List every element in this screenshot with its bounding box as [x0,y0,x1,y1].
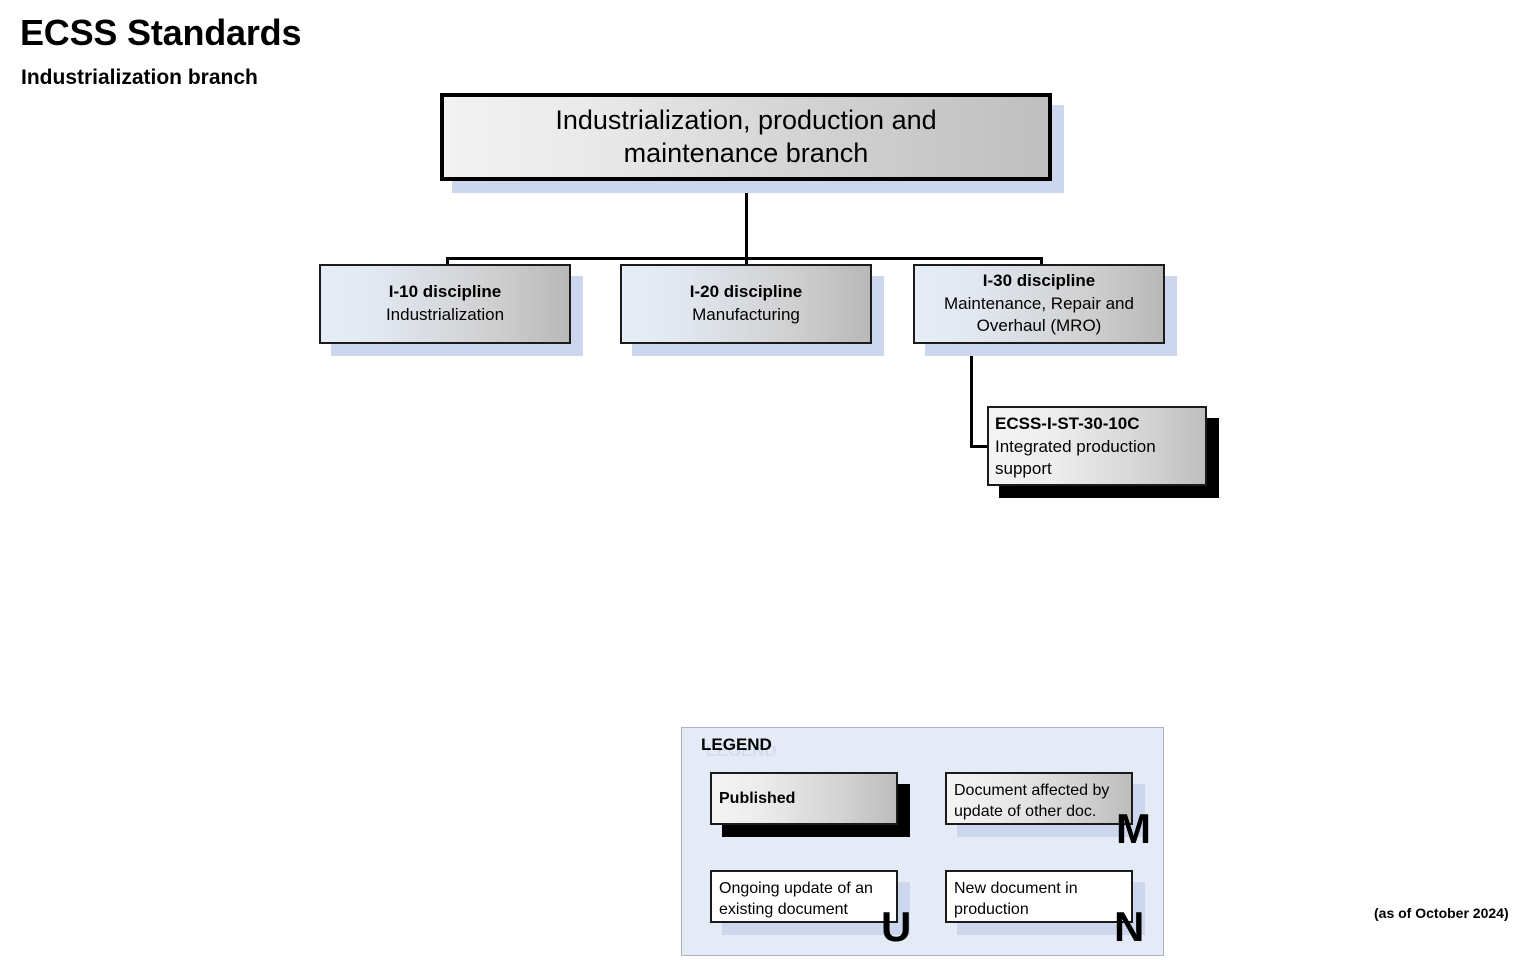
legend-marker-n: N [1114,903,1145,950]
document-title-line2: support [995,459,1052,479]
legend-marker-m: M [1116,805,1151,852]
connector-drop-i30 [1040,257,1043,269]
connector-drop-i20 [745,257,748,269]
legend-title-ghost: LEGEND [706,741,777,760]
legend-item-update-label-line2: existing document [719,901,848,919]
connector-root-stem [745,178,748,260]
legend-item-modified-label-line2: update of other doc. [954,803,1097,821]
discipline-name-i30-line1: Maintenance, Repair and [944,294,1134,314]
as-of-date-label: (as of October 2024) [1374,905,1509,921]
root-box-label-line2: maintenance branch [623,138,869,168]
connector-i30-to-doc-horizontal [970,445,990,448]
document-box-ecss-i-st-30-10c[interactable]: ECSS-I-ST-30-10C Integrated production s… [987,406,1207,486]
document-title-line1: Integrated production [995,436,1156,456]
discipline-box-i10[interactable]: I-10 discipline Industrialization [319,264,571,344]
legend-marker-u: U [881,903,912,950]
legend-item-new-label-line1: New document in [954,880,1078,897]
connector-drop-i10 [446,257,449,269]
root-branch-box[interactable]: Industrialization, production and mainte… [440,93,1052,181]
legend-item-published-label: Published [719,790,796,807]
discipline-box-i30[interactable]: I-30 discipline Maintenance, Repair and … [913,264,1165,344]
discipline-name-i30-line2: Overhaul (MRO) [976,316,1102,336]
legend-item-modified[interactable]: Document affected by update of other doc… [945,772,1133,825]
legend-item-update-label-line1: Ongoing update of an [719,880,873,897]
legend-item-update[interactable]: Ongoing update of an existing document [710,870,898,923]
document-id: ECSS-I-ST-30-10C [995,414,1140,433]
page-subtitle: Industrialization branch [21,66,258,89]
root-box-label-line1: Industrialization, production and [555,105,937,136]
discipline-name-i10: Industrialization [385,305,505,325]
legend-item-new[interactable]: New document in production [945,870,1133,923]
legend-title: LEGEND [701,735,772,754]
discipline-code-i30: I-30 discipline [982,271,1096,291]
connector-sibling-bar [446,257,1043,260]
legend-item-published[interactable]: Published [710,772,898,825]
legend-item-new-label-line2: production [954,901,1029,919]
discipline-code-i10: I-10 discipline [388,282,502,302]
discipline-name-i20: Manufacturing [692,305,800,325]
connector-i30-to-doc-vertical [970,344,973,448]
legend-item-modified-label-line1: Document affected by [954,782,1110,799]
discipline-code-i20: I-20 discipline [689,282,803,302]
discipline-box-i20[interactable]: I-20 discipline Manufacturing [620,264,872,344]
page-title: ECSS Standards [20,12,302,53]
